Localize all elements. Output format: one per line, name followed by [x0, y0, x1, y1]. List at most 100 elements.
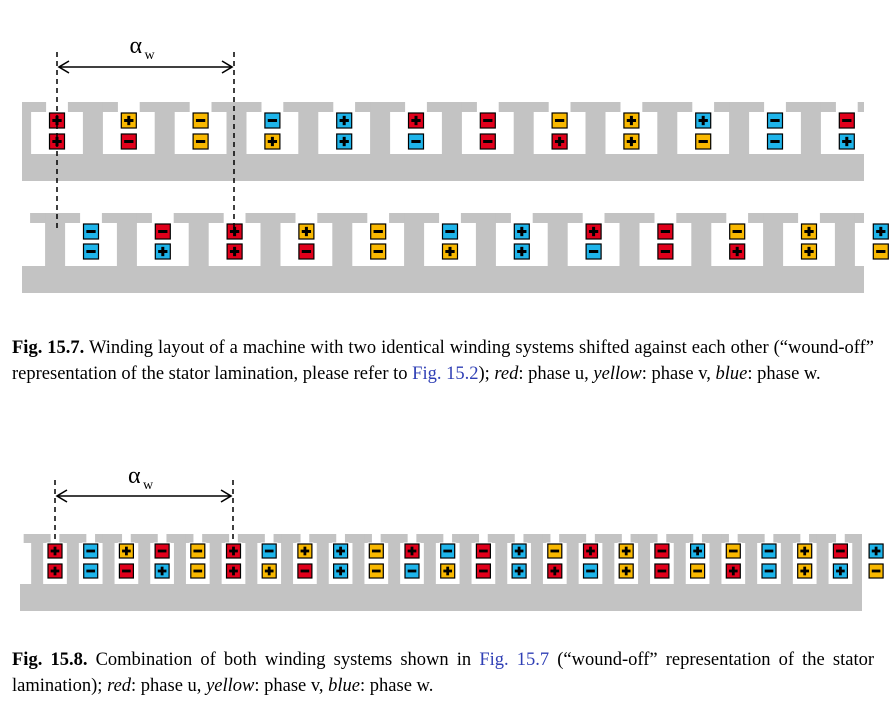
tooth [852, 534, 862, 585]
conductor-R-plus [550, 132, 569, 151]
tooth [619, 213, 640, 267]
conductor-Y-plus [800, 222, 818, 241]
tooth [547, 213, 568, 267]
conductor-R-plus [225, 562, 242, 580]
conductor-B-plus [153, 242, 172, 261]
alpha-subscript: w [143, 478, 154, 493]
tooth [154, 102, 175, 155]
tooth [226, 102, 247, 155]
color-word-red: red [494, 364, 519, 384]
tooth [388, 534, 401, 585]
conductor-Y-minus [369, 222, 388, 241]
minus-icon [373, 230, 383, 233]
conductor-R-minus [656, 222, 675, 241]
conductor-R-plus [546, 562, 564, 580]
conductor-B-minus [82, 542, 100, 560]
conductor-Y-minus [694, 132, 713, 151]
caption-text: : phase v, [254, 676, 329, 696]
minus-icon [842, 119, 852, 122]
conductor-R-minus [837, 111, 856, 130]
conductor-R-minus [153, 542, 171, 560]
conductor-R-plus [403, 542, 421, 560]
tooth [495, 534, 508, 585]
conductor-R-plus [582, 542, 599, 560]
conductor-Y-plus [796, 562, 814, 580]
conductor-R-minus [297, 242, 316, 261]
conductor-R-plus [724, 562, 742, 580]
tooth [188, 213, 209, 267]
alpha-subscript: w [145, 48, 156, 63]
conductor-Y-minus [369, 242, 388, 261]
conductor-R-plus [728, 242, 747, 261]
conductor-B-plus [867, 542, 885, 560]
tooth [530, 534, 543, 585]
minus-icon [373, 250, 383, 253]
figure-link[interactable]: Fig. 15.7 [479, 650, 550, 670]
tooth [566, 534, 579, 585]
tooth [423, 534, 436, 585]
plus-icon-vertical [517, 546, 521, 556]
minus-icon [550, 549, 560, 553]
conductor-B-plus [510, 542, 528, 560]
minus-icon [764, 549, 774, 553]
minus-icon [122, 569, 131, 573]
conductor-Y-plus [800, 242, 818, 261]
conductor-B-plus [512, 222, 531, 241]
conductor-R-minus [296, 562, 314, 580]
conductor-B-minus [766, 111, 784, 130]
tooth [657, 102, 678, 155]
minus-icon [728, 549, 738, 553]
tooth [780, 534, 793, 585]
conductor-Y-minus [728, 222, 747, 241]
plus-icon-vertical [448, 246, 452, 257]
conductor-R-minus [474, 542, 492, 560]
minus-icon [371, 549, 381, 553]
plus-icon-vertical [839, 566, 842, 576]
conductor-R-minus [117, 562, 135, 580]
tooth [138, 534, 151, 585]
plus-icon-vertical [520, 246, 524, 257]
minus-icon [86, 230, 96, 233]
plus-icon-vertical [624, 566, 628, 576]
tooth [673, 534, 686, 585]
color-word-red: red [107, 676, 132, 696]
plus-icon-vertical [553, 566, 557, 576]
conductor-R-minus [474, 562, 492, 580]
tooth [209, 534, 222, 585]
tooth [602, 534, 615, 585]
plus-icon-vertical [125, 546, 128, 556]
minus-icon [554, 119, 565, 122]
conductor-Y-plus [622, 132, 641, 151]
caption-text: : phase w. [747, 364, 821, 384]
minus-icon [871, 569, 881, 573]
plus-icon-vertical [879, 226, 883, 237]
conductor-B-plus [332, 562, 350, 580]
tooth [260, 213, 281, 267]
tooth [116, 213, 137, 267]
figure-link[interactable]: Fig. 15.2 [412, 364, 479, 384]
tooth [729, 102, 750, 155]
conductor-R-plus [225, 222, 244, 241]
conductor-Y-plus [617, 562, 635, 580]
conductor-Y-plus [117, 542, 135, 560]
plus-icon-vertical [55, 136, 59, 147]
tooth [281, 534, 294, 585]
conductor-B-plus [332, 542, 350, 560]
plus-icon-vertical [446, 566, 450, 576]
tooth [22, 102, 32, 155]
conductor-B-minus [441, 222, 459, 241]
minus-icon [411, 140, 421, 143]
caption-text: (“wound-off” representation of the stato… [12, 650, 874, 696]
arrowhead-right [220, 489, 233, 503]
minus-icon [770, 119, 780, 122]
conductor-R-minus [656, 242, 675, 261]
conductor-Y-minus [689, 562, 707, 580]
conductor-B-minus [263, 111, 282, 130]
conductor-B-minus [582, 562, 599, 580]
minus-icon [479, 549, 488, 553]
conductor-B-plus [837, 132, 856, 151]
minus-icon [443, 549, 453, 553]
tooth [82, 102, 103, 155]
tooth [638, 534, 651, 585]
